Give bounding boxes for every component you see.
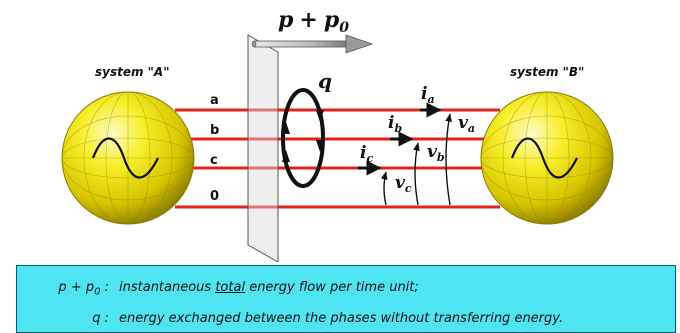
wire-label-b: b [210, 123, 219, 138]
power-flow-diagram: system "A" system "B" [61, 7, 614, 262]
legend-symbol-q: q : [92, 311, 109, 326]
current-label-c: ic [360, 143, 373, 165]
wires [175, 108, 500, 209]
voltage-label-a: va [458, 113, 475, 135]
current-label-a: ia [421, 84, 435, 106]
wire-label-0: 0 [210, 189, 219, 204]
legend-symbol-power: p + p0 : [58, 280, 109, 298]
legend-box: p + p0 : instantaneous total energy flow… [16, 265, 676, 333]
sine-wave-icon [91, 137, 159, 179]
current-label-b: ib [388, 113, 402, 135]
q-label: q [318, 69, 332, 93]
voltage-arrow-b [413, 142, 420, 206]
voltage-arrow-a [445, 113, 452, 206]
q-circulation-loop [281, 88, 325, 188]
voltage-label-b: vb [427, 142, 445, 164]
system-b-label: system "B" [510, 65, 584, 79]
power-label: p+p0 [278, 7, 349, 36]
sine-wave-icon [510, 137, 578, 179]
system-b-sphere [480, 91, 614, 225]
wire-label-a: a [210, 93, 219, 108]
system-a-label: system "A" [95, 65, 169, 79]
cross-section-plane [247, 34, 279, 262]
legend-description-power: instantaneous total energy flow per time… [119, 280, 419, 295]
power-flow-arrow-icon [251, 34, 374, 54]
legend-description-q: energy exchanged between the phases with… [119, 311, 564, 326]
system-a-sphere [61, 91, 195, 225]
voltage-arrow-c [380, 171, 388, 206]
wire-label-c: c [210, 153, 218, 168]
voltage-label-c: vc [395, 173, 412, 195]
